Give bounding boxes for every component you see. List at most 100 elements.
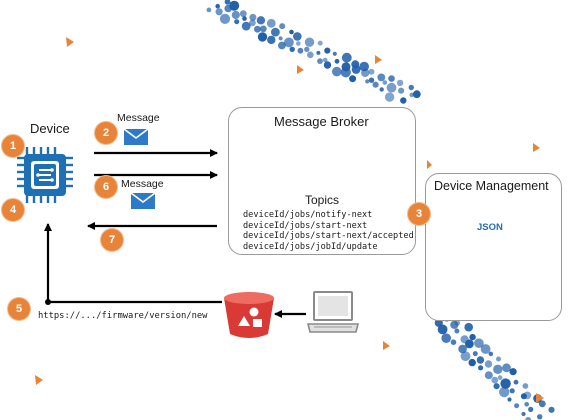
decorative-dot: [488, 351, 494, 357]
decorative-dot: [241, 21, 251, 31]
decorative-dot: [289, 29, 294, 35]
step-badge-2: 2: [95, 122, 117, 144]
decorative-dot: [289, 46, 295, 52]
step-badge-4: 4: [2, 199, 24, 221]
json-doc-label: JSON: [477, 222, 503, 233]
decorative-dot: [458, 344, 467, 354]
step-badge-1: 1: [2, 135, 24, 157]
decorative-dot: [513, 379, 519, 385]
step-badge-5: 5: [8, 298, 30, 320]
decorative-dot: [323, 61, 332, 69]
decorative-dot: [454, 328, 460, 334]
decorative-dot: [474, 338, 484, 349]
decorative-dot: [528, 406, 534, 412]
decorative-dot: [267, 35, 276, 45]
decorative-dot: [450, 339, 457, 346]
decorative-dot: [304, 46, 310, 52]
triangle-mark: [35, 375, 43, 385]
decorative-dot: [384, 92, 395, 102]
triangle-mark: [533, 143, 540, 152]
device-chip-icon: [17, 147, 73, 203]
triangle-mark: [427, 160, 432, 169]
decorative-dot: [361, 68, 370, 78]
triangle-mark: [375, 55, 382, 64]
triangle-mark: [536, 393, 544, 403]
decorative-dot: [521, 411, 526, 417]
decorative-dot: [509, 368, 517, 376]
storage-bucket-icon: [224, 292, 274, 338]
step-badge-7: 7: [101, 229, 123, 251]
topic-list: deviceId/jobs/notify-next deviceId/jobs/…: [243, 210, 414, 252]
decorative-dot: [398, 87, 405, 94]
topics-title: Topics: [305, 193, 340, 207]
decorative-dot: [382, 80, 388, 85]
message-label-1: Message: [117, 112, 160, 124]
triangle-mark: [66, 37, 74, 47]
decorative-dot: [324, 47, 331, 54]
decorative-dot: [502, 363, 511, 373]
step-badge-6: 6: [95, 176, 117, 198]
decorative-dot: [293, 32, 302, 41]
decorative-dot: [279, 23, 286, 30]
decorative-dot: [351, 65, 361, 74]
decorative-dot: [525, 417, 532, 420]
decorative-dot: [523, 391, 532, 400]
device-management-title: Device Management: [434, 179, 549, 193]
decorative-dot: [465, 339, 474, 349]
decorative-dot: [472, 351, 478, 357]
decorative-dot: [478, 365, 484, 371]
decorative-dot: [368, 68, 375, 75]
step-badge-3: 3: [408, 203, 430, 225]
decorative-dot: [242, 16, 247, 21]
decorative-dot: [500, 378, 511, 389]
decorative-dot: [538, 400, 546, 408]
decorative-dot: [254, 25, 261, 33]
decorative-dot: [468, 358, 476, 367]
decorative-dot: [234, 19, 240, 25]
decorative-dot: [514, 403, 520, 409]
decorative-dot: [215, 8, 223, 16]
decorative-dot: [464, 322, 474, 332]
topic-item: deviceId/jobs/jobId/update: [243, 241, 378, 252]
decorative-dot: [304, 37, 315, 47]
decorative-dot: [231, 10, 240, 20]
decorative-dot: [340, 67, 351, 78]
triangle-mark: [383, 341, 390, 350]
decorative-dot: [239, 10, 247, 18]
decorative-dot: [284, 37, 294, 48]
decorative-dot: [379, 87, 384, 92]
laptop-icon: [306, 291, 360, 333]
decorative-dot: [548, 406, 555, 413]
message-broker-box: [228, 107, 416, 255]
decorative-dot: [499, 386, 510, 398]
decorative-dot: [386, 82, 397, 93]
triangle-mark: [297, 65, 304, 74]
decorative-dot-stream-bottom: [434, 312, 555, 420]
decorative-dot: [296, 41, 301, 46]
message-label-2: Message: [121, 178, 164, 190]
decorative-dot: [249, 13, 257, 21]
decorative-dot: [524, 402, 529, 407]
decorative-dot: [341, 52, 352, 63]
device-label: Device: [30, 121, 70, 136]
decorative-dot: [522, 383, 529, 389]
topic-item: deviceId/jobs/start-next: [243, 220, 368, 231]
connector-dot: [45, 299, 51, 305]
decorative-dot: [257, 32, 268, 42]
envelope-icon: [130, 192, 156, 209]
decorative-triangles: [35, 37, 544, 403]
broker-title: Message Broker: [274, 114, 369, 129]
firmware-url: https://.../firmware/version/new: [38, 311, 208, 321]
decorative-dot: [437, 324, 448, 335]
decorative-dot: [307, 51, 314, 59]
decorative-dot: [334, 58, 340, 64]
envelope-icon: [123, 128, 149, 145]
decorative-dot-stream-top: [206, 0, 421, 104]
decorative-dot: [507, 397, 512, 402]
decorative-dot: [377, 73, 386, 82]
decorative-dot: [469, 333, 476, 341]
decorative-dot: [484, 371, 493, 380]
topic-item: deviceId/jobs/notify-next: [243, 210, 373, 220]
decorative-dot: [480, 344, 491, 354]
decorative-dot: [476, 356, 485, 364]
